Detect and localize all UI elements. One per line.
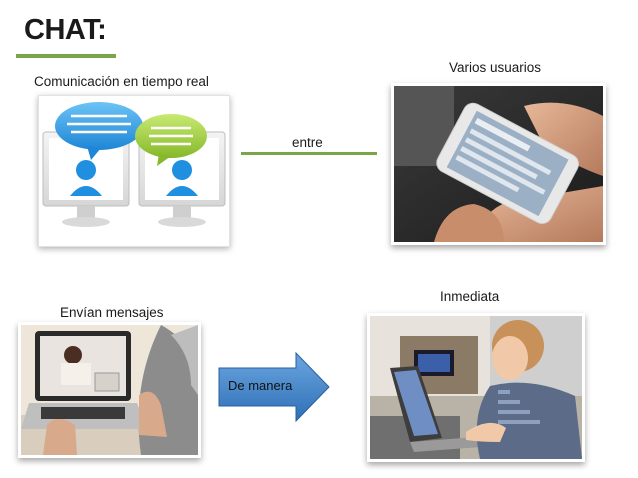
caption-users: Varios usuarios: [449, 60, 542, 75]
smartphone-photo: [391, 83, 606, 245]
caption-realtime: Comunicación en tiempo real: [34, 74, 209, 89]
slide-title: CHAT:: [24, 14, 107, 46]
chat-computers-icon: [38, 95, 230, 247]
arrow-shape: [218, 351, 330, 423]
laptop-video-call-photo: [18, 322, 201, 458]
caption-send: Envían mensajes: [60, 305, 164, 320]
caption-immediate: Inmediata: [440, 289, 500, 304]
arrow-label: De manera: [228, 378, 293, 393]
boy-laptop-photo: [367, 313, 585, 462]
title-underline: [16, 54, 116, 58]
connector-line: [241, 152, 377, 155]
connector-label: entre: [292, 135, 323, 150]
